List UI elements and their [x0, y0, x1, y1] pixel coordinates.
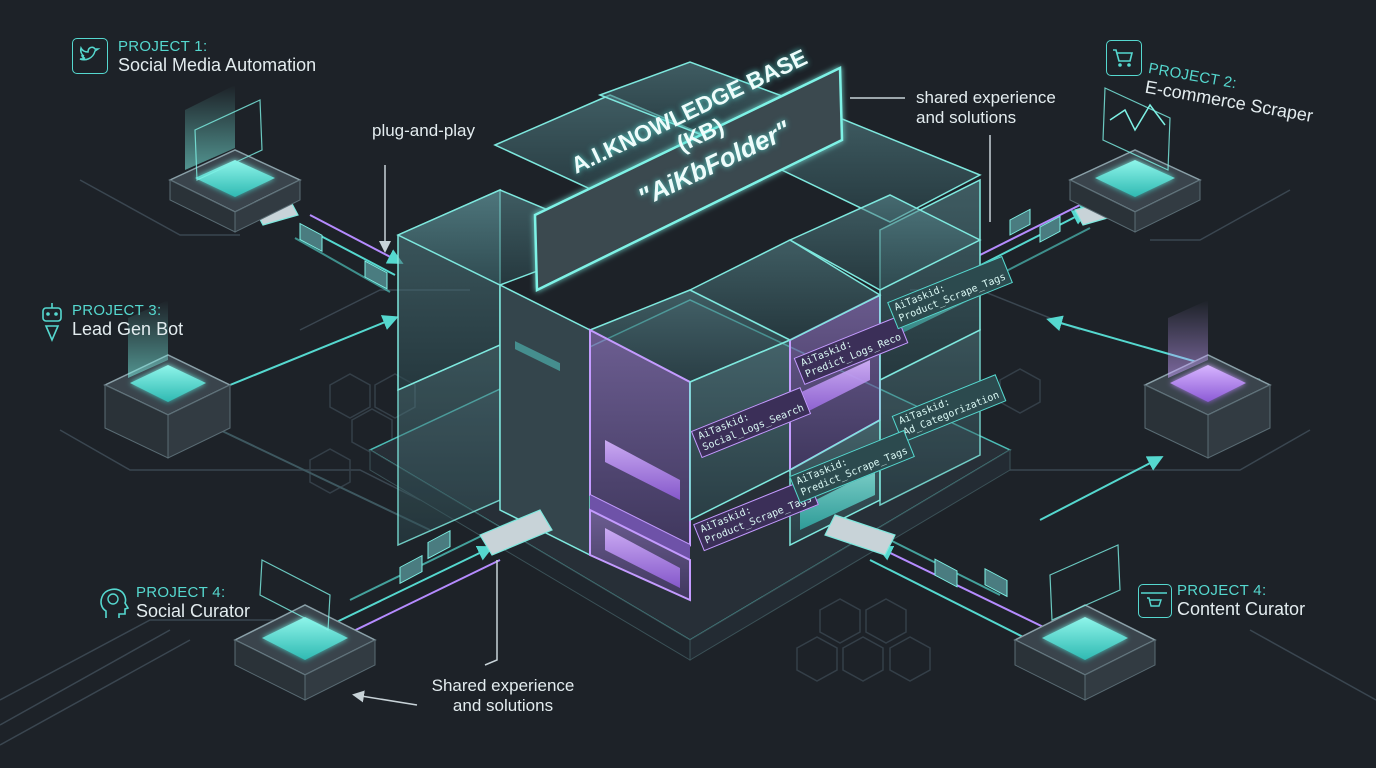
project-3-label: PROJECT 3: Lead Gen Bot [72, 302, 183, 340]
project-4-right-title: PROJECT 4: [1177, 582, 1267, 599]
server-node-project-4-left [233, 559, 377, 701]
annotation-pointers [352, 97, 991, 706]
project-4-right-label: PROJECT 4: Content Curator [1177, 582, 1305, 620]
head-brain-icon [96, 584, 132, 622]
shared-experience-bottom-note: Shared experience and solutions [418, 676, 588, 717]
shared-top-line-2: and solutions [916, 108, 1017, 128]
plug-and-play-note: plug-and-play [372, 121, 476, 140]
shared-experience-top-note: shared experience and solutions [916, 88, 1056, 129]
shared-top-line-1: shared experience [916, 88, 1056, 107]
title-sign [533, 66, 844, 292]
project-1-label: PROJECT 1: Social Media Automation [118, 38, 316, 76]
server-node-project-3 [103, 300, 232, 459]
cart-icon [1106, 40, 1142, 76]
data-cards [299, 208, 1061, 598]
project-1-title: PROJECT 1: [118, 38, 208, 55]
server-node-project-4-right [1013, 544, 1157, 701]
shared-bottom-line-2: and solutions [452, 696, 554, 716]
server-node-right-middle [1143, 300, 1272, 459]
project-3-name: Lead Gen Bot [72, 319, 184, 340]
robot-icon [38, 302, 66, 346]
project-4-left-title: PROJECT 4: [136, 584, 226, 601]
server-node-project-2 [1068, 87, 1202, 233]
connection-lines [219, 198, 1261, 649]
project-4-left-name: Social Curator [136, 601, 251, 622]
bird-icon [72, 38, 108, 74]
browser-cart-icon [1138, 584, 1172, 618]
project-4-right-name: Content Curator [1177, 599, 1306, 620]
project-3-title: PROJECT 3: [72, 302, 162, 319]
server-node-project-1 [168, 85, 302, 233]
project-1-name: Social Media Automation [118, 55, 317, 76]
shared-bottom-line-1: Shared experience [431, 676, 575, 695]
project-4-left-label: PROJECT 4: Social Curator [136, 584, 250, 622]
